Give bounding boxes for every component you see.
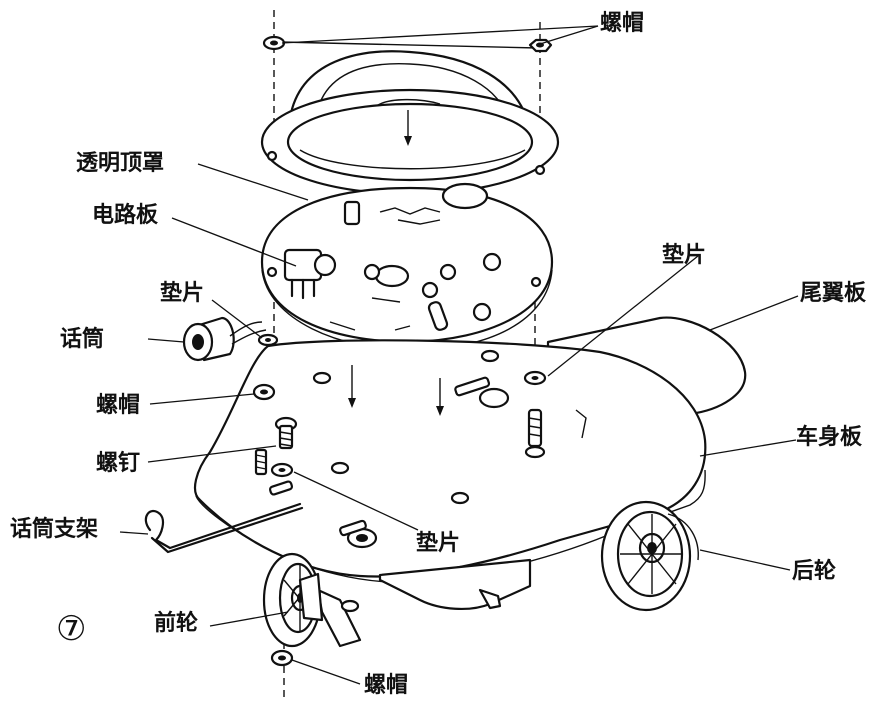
microphone xyxy=(182,316,267,362)
label-nut-mid: 螺帽 xyxy=(96,393,140,418)
circuit-board xyxy=(260,182,554,351)
label-tail-plate: 尾翼板 xyxy=(800,281,867,306)
label-washer-right: 垫片 xyxy=(662,242,706,268)
label-nut-bottom: 螺帽 xyxy=(364,673,408,698)
right-screw-part xyxy=(524,408,546,459)
microphone-bracket xyxy=(144,502,304,554)
label-nut-top: 螺帽 xyxy=(600,11,644,36)
body-plate xyxy=(193,339,707,583)
chassis-underside xyxy=(316,558,532,648)
screw-part xyxy=(274,416,298,450)
label-mic: 话筒 xyxy=(60,326,104,352)
washer-left-part xyxy=(257,333,279,347)
label-mic-bracket: 话筒支架 xyxy=(10,516,98,542)
label-washer-left: 垫片 xyxy=(160,280,204,306)
transparent-dome xyxy=(260,50,560,196)
spring-part xyxy=(254,448,268,476)
washer-right-part xyxy=(523,370,547,386)
figure-number: ⑦ xyxy=(56,609,86,649)
top-nut-left xyxy=(262,35,286,51)
label-pcb: 电路板 xyxy=(92,202,159,228)
text-labels: 螺帽 透明顶罩 电路板 垫片 话筒 螺帽 螺钉 话筒支架 垫片 尾翼板 车身板 … xyxy=(10,11,867,698)
nut-mid-part xyxy=(252,383,276,401)
label-dome: 透明顶罩 xyxy=(76,151,164,176)
label-body-plate: 车身板 xyxy=(796,424,863,450)
label-rear-wheel: 后轮 xyxy=(792,558,836,584)
label-washer-bottom: 垫片 xyxy=(416,530,460,556)
label-screw: 螺钉 xyxy=(96,450,140,476)
rear-wheel xyxy=(600,500,699,612)
front-wheel xyxy=(262,552,324,648)
bottom-nut-part xyxy=(270,649,294,667)
assembly-arrows xyxy=(348,365,444,416)
label-front-wheel: 前轮 xyxy=(154,610,198,636)
washer-bottom-part xyxy=(270,462,294,478)
leader-lines xyxy=(119,25,799,685)
